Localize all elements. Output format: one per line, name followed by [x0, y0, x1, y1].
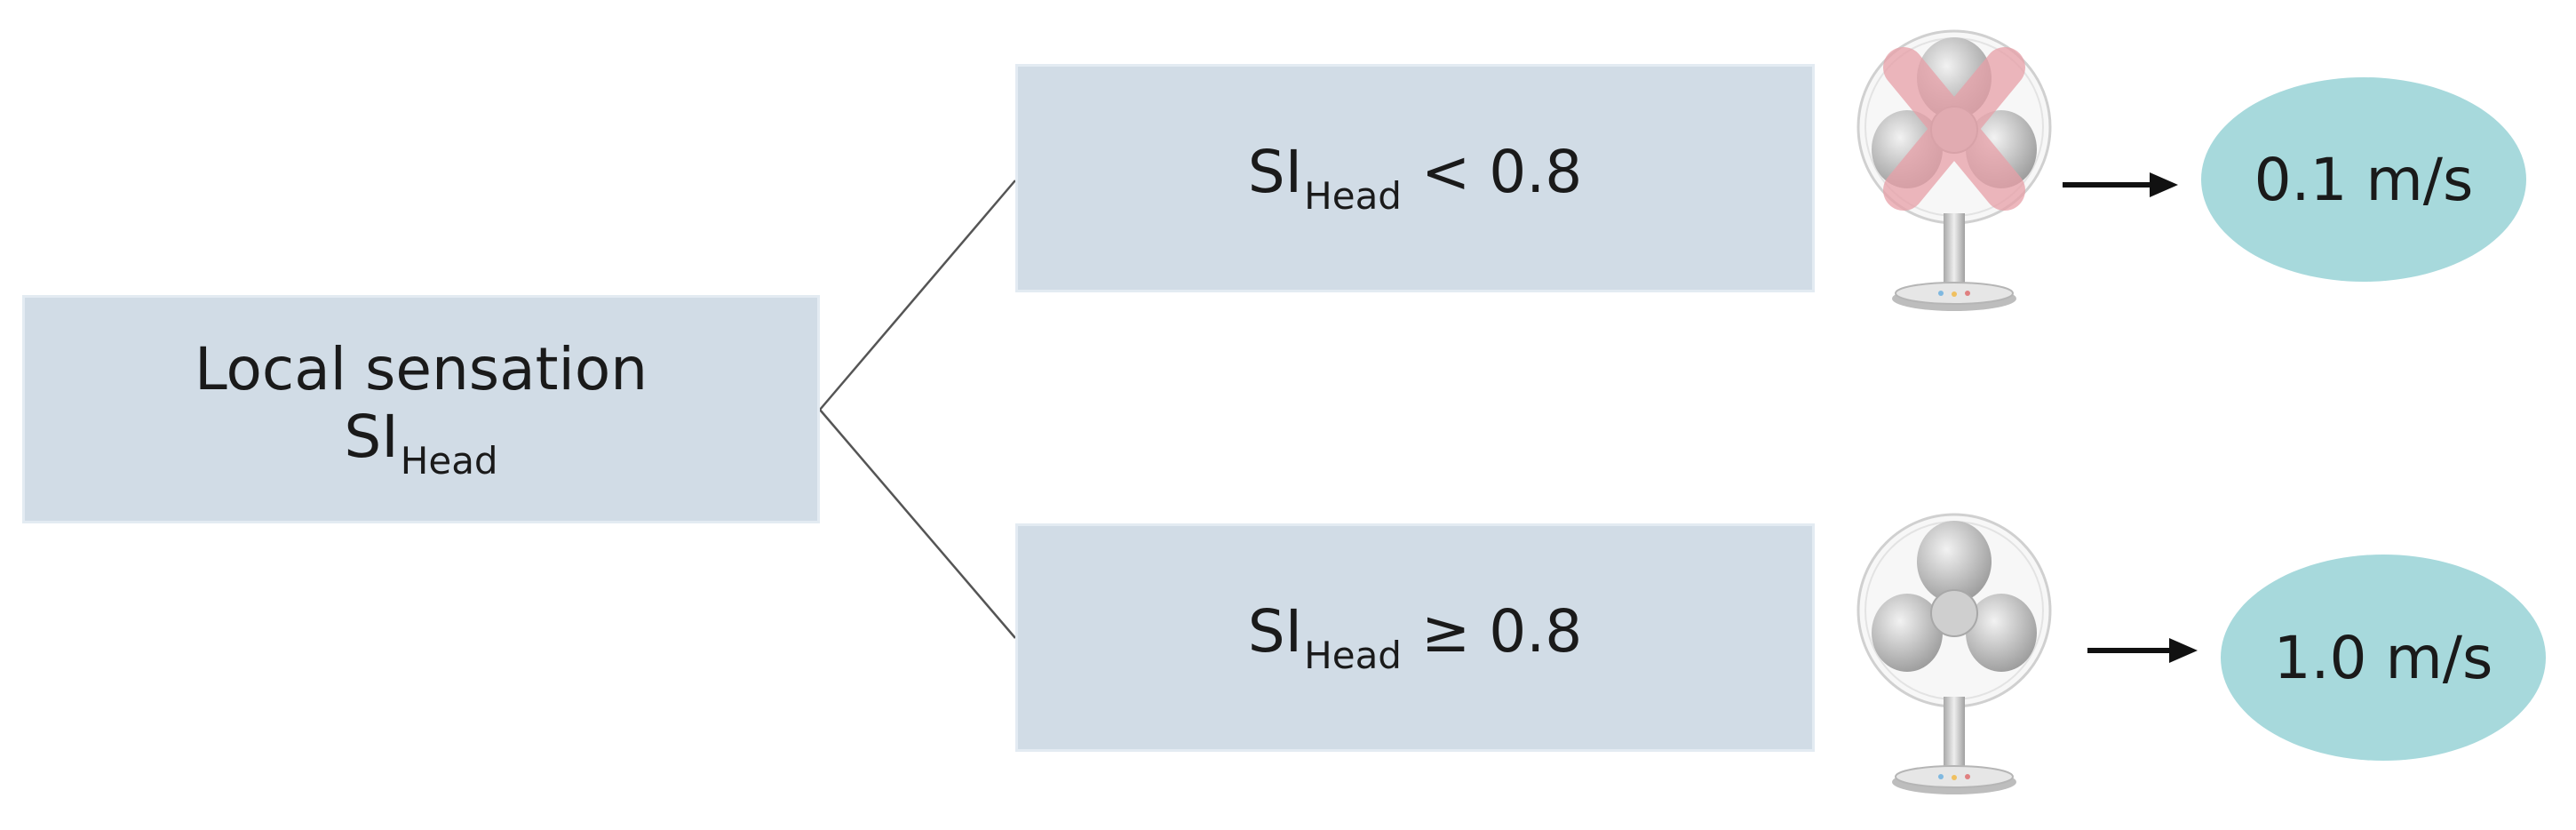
- outcome-node-high: 1.0 m/s: [2221, 555, 2546, 761]
- condition-node-high: SIHead≥ 0.8: [1015, 523, 1815, 752]
- disabled-cross-icon: [1883, 47, 2025, 211]
- condition-node-low: SIHead< 0.8: [1015, 64, 1815, 292]
- outcome-high-label: 1.0 m/s: [2273, 623, 2493, 692]
- root-title: Local sensation: [194, 334, 648, 403]
- arrow-to-outcome-low: [2063, 172, 2178, 197]
- root-node: Local sensation SIHead: [22, 295, 820, 523]
- outcome-node-low: 0.1 m/s: [2201, 77, 2526, 282]
- branch-line-upper: [819, 180, 1016, 411]
- condition-high-expression: SIHead≥ 0.8: [1247, 596, 1583, 677]
- outcome-low-label: 0.1 m/s: [2254, 145, 2474, 214]
- fan-off-icon: [1856, 29, 2052, 311]
- root-symbol: SIHead: [344, 402, 498, 483]
- branch-line-lower: [819, 409, 1016, 639]
- arrow-to-outcome-high: [2087, 638, 2198, 663]
- condition-low-expression: SIHead< 0.8: [1247, 137, 1583, 218]
- fan-on-icon: [1856, 513, 2052, 794]
